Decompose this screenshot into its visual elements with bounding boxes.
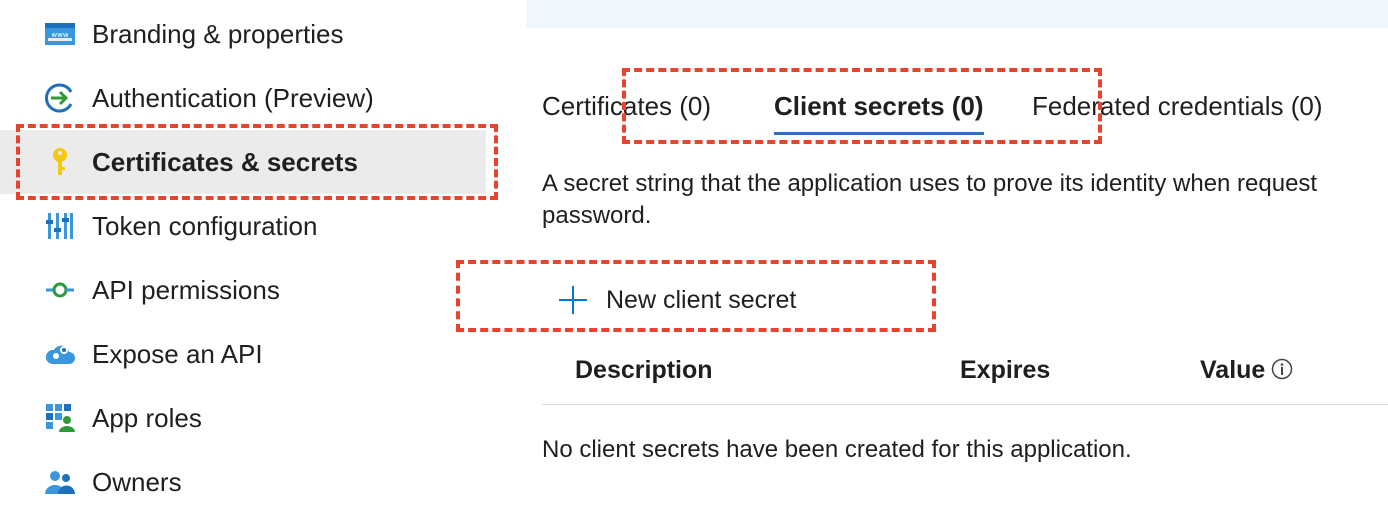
column-header-description: Description [575,356,713,384]
svg-text:www: www [51,31,68,39]
expose-api-cloud-icon [45,345,75,364]
sidebar-item-api-permissions[interactable]: API permissions [0,258,486,322]
sidebar-item-label: Owners [92,467,182,497]
authentication-icon [44,83,73,113]
app-roles-icon [46,404,75,432]
sidebar-item-owners[interactable]: Owners [0,450,486,514]
description-line-2: password. [542,202,652,229]
sidebar-item-label: Authentication (Preview) [92,83,374,113]
sidebar-item-label: App roles [92,403,202,433]
sidebar-item-token-configuration[interactable]: Token configuration [0,194,486,258]
empty-state-message: No client secrets have been created for … [542,436,1132,463]
sidebar-item-branding[interactable]: www Branding & properties [0,2,486,66]
section-description: A secret string that the application use… [542,168,1388,232]
key-icon [53,148,67,175]
sidebar-item-label: Expose an API [92,339,263,369]
new-client-secret-label: New client secret [606,285,797,314]
plus-icon [559,286,587,314]
column-header-value: Value [1200,350,1293,390]
owners-icon [45,471,75,494]
sidebar-item-label: API permissions [92,275,280,305]
info-icon[interactable] [1271,358,1293,380]
header-band [526,0,1388,28]
table-header-divider [542,404,1388,405]
tab-certificates[interactable]: Certificates (0) [542,91,712,121]
column-header-value-label: Value [1200,356,1266,384]
branding-icon: www [45,23,75,45]
sidebar-item-expose-api[interactable]: Expose an API [0,322,486,386]
sidebar-item-label: Token configuration [92,211,318,241]
token-configuration-icon [46,213,73,239]
sidebar-item-label: Branding & properties [92,19,344,49]
tab-client-secrets[interactable]: Client secrets (0) [774,82,984,135]
sidebar-item-authentication[interactable]: Authentication (Preview) [0,66,486,130]
api-permissions-icon [46,282,74,298]
tab-federated-credentials[interactable]: Federated credentials (0) [1032,91,1323,121]
sidebar-nav: www Branding & properties Authentication… [0,0,520,498]
sidebar-item-label: Certificates & secrets [92,147,358,177]
sidebar-item-certificates-secrets[interactable]: Certificates & secrets [0,130,486,194]
description-line-1: A secret string that the application use… [542,170,1318,197]
sidebar-item-app-roles[interactable]: App roles [0,386,486,450]
column-header-expires: Expires [960,356,1051,384]
new-client-secret-button[interactable]: New client secret [556,278,796,322]
